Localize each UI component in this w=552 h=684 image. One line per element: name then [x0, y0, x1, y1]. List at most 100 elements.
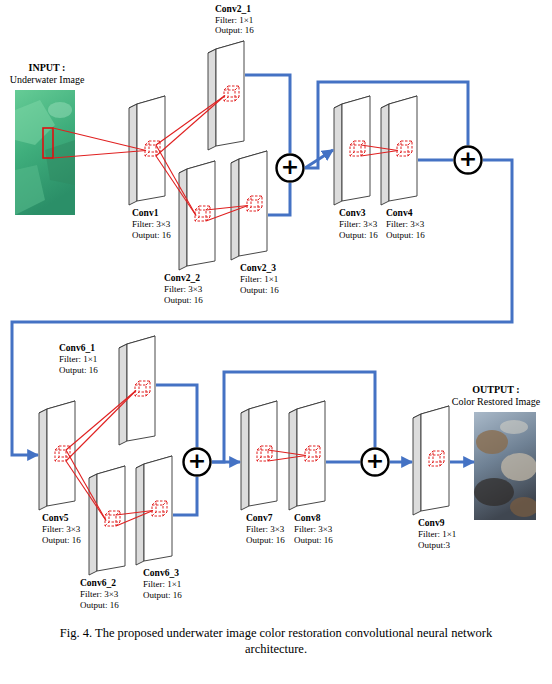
kernel-edges [105, 511, 120, 526]
conv-layer: Conv4Filter: 3×3 Output: 16 [380, 95, 418, 205]
layer-name: Conv2_1 [215, 4, 271, 15]
conv-layer-shape [207, 40, 245, 150]
kernel-edges [145, 141, 160, 156]
slab-front-face [421, 406, 449, 511]
conv-layer: Conv7Filter: 3×3 Output: 16 [240, 400, 278, 510]
layer-name: Conv7 [246, 513, 302, 524]
layer-label: Conv2_1Filter: 1×1 Output: 16 [215, 4, 271, 36]
conv-layer-shape [178, 160, 216, 270]
image-patch [48, 102, 72, 118]
rock [474, 478, 514, 506]
layer-params: Filter: 1×1 Output: 16 [215, 15, 265, 36]
slab-side-face [129, 104, 137, 205]
skip-connection [156, 385, 197, 447]
conv-layer: Conv9Filter: 1×1 Output:3 [412, 405, 450, 515]
conv-layer-shape [38, 400, 76, 510]
layer-params: Filter: 1×1 Output:3 [418, 529, 468, 550]
kernel-edges [224, 86, 239, 101]
conv-layer: Conv6_1Filter: 1×1 Output: 16 [118, 335, 156, 445]
conv-layer-shape [288, 400, 326, 510]
layer-params: Filter: 3×3 Output: 16 [132, 219, 182, 240]
sum-symbol: + [275, 153, 305, 183]
image-patch [15, 100, 55, 145]
slab-front-face [127, 336, 155, 441]
layer-name: Conv4 [386, 208, 442, 219]
skip-connection [418, 159, 453, 162]
sum-symbol: + [360, 447, 390, 477]
kernel-back [228, 86, 239, 97]
slab-front-face [137, 96, 165, 201]
rock [500, 420, 528, 434]
sum-node: + [453, 145, 483, 175]
conv-layer-shape [412, 405, 450, 515]
slab-side-face [241, 409, 249, 510]
conv-layer: Conv2_3Filter: 1×1 Output: 16 [230, 150, 268, 260]
conv-layer: Conv2_2Filter: 3×3 Output: 16 [178, 160, 216, 270]
conv-layer-shape [230, 150, 268, 260]
kernel-back [401, 141, 412, 152]
receptive-field [43, 128, 53, 158]
layer-params: Filter: 1×1 Output: 16 [240, 274, 290, 295]
slab-front-face [47, 401, 75, 506]
slab-front-face [297, 401, 325, 506]
conv-layer-shape [380, 95, 418, 205]
rock [510, 497, 536, 517]
kernel-back [309, 446, 320, 457]
layer-name: OUTPUT : [446, 384, 546, 396]
kernel-back [59, 446, 70, 457]
layer-label: Conv7Filter: 3×3 Output: 16 [246, 513, 302, 545]
skip-connection [173, 477, 197, 515]
layer-params: Filter: 3×3 Output: 16 [164, 284, 214, 305]
kernel-back [149, 141, 160, 152]
image-patch [45, 140, 75, 185]
conv-layer: Conv2_1Filter: 1×1 Output: 16 [207, 40, 245, 150]
kernel-edges [397, 141, 412, 156]
conv-layer-shape [118, 335, 156, 445]
layer-params: Color Restored Image [446, 396, 546, 408]
layer-params: Filter: 1×1 Output: 16 [59, 354, 109, 375]
layer-label: Conv6_2Filter: 3×3 Output: 16 [80, 578, 136, 610]
input-image: INPUT :Underwater Image [15, 90, 75, 215]
slab-side-face [119, 344, 127, 445]
kernel-back [433, 451, 444, 462]
kernel-edges [429, 451, 444, 466]
skip-connection [450, 461, 474, 464]
kernel-edges [350, 141, 365, 156]
figure-caption: Fig. 4. The proposed underwater image co… [56, 626, 496, 657]
layer-params: Filter: 3×3 Output: 16 [386, 219, 436, 240]
layer-params: Filter: 3×3 Output: 16 [294, 524, 344, 545]
slab-side-face [136, 464, 144, 565]
slab-front-face [342, 96, 370, 201]
kernel-back [261, 446, 272, 457]
output-image: OUTPUT :Color Restored Image [474, 412, 536, 520]
layer-params: Filter: 3×3 Output: 16 [80, 589, 130, 610]
layer-label: INPUT :Underwater Image [2, 62, 92, 86]
layer-name: Conv2_2 [164, 273, 220, 284]
conv-layer: Conv8Filter: 3×3 Output: 16 [288, 400, 326, 510]
sum-symbol: + [182, 447, 212, 477]
conv-layer-shape [333, 95, 371, 205]
slab-front-face [216, 41, 244, 146]
kernel-edges [247, 196, 262, 211]
skip-connection [245, 75, 290, 153]
slab-front-face [239, 151, 267, 256]
layer-params: Underwater Image [2, 74, 92, 86]
image-patch [15, 165, 45, 215]
kernel-back [109, 511, 120, 522]
kernel-edges [257, 446, 272, 461]
layer-label: Conv9Filter: 1×1 Output:3 [418, 518, 474, 550]
conv-layer-shape [240, 400, 278, 510]
conv-layer: Conv6_2Filter: 3×3 Output: 16 [88, 465, 126, 575]
slab-side-face [39, 409, 47, 510]
slab-front-face [97, 466, 125, 571]
kernel-edges [305, 446, 320, 461]
sum-node: + [182, 447, 212, 477]
layer-label: Conv6_1Filter: 1×1 Output: 16 [59, 343, 115, 375]
skip-connection [212, 461, 240, 464]
slab-side-face [413, 414, 421, 515]
layer-label: Conv2_3Filter: 1×1 Output: 16 [240, 263, 296, 295]
slab-side-face [208, 49, 216, 150]
kernel-edges [152, 501, 167, 516]
kernel-back [156, 501, 167, 512]
